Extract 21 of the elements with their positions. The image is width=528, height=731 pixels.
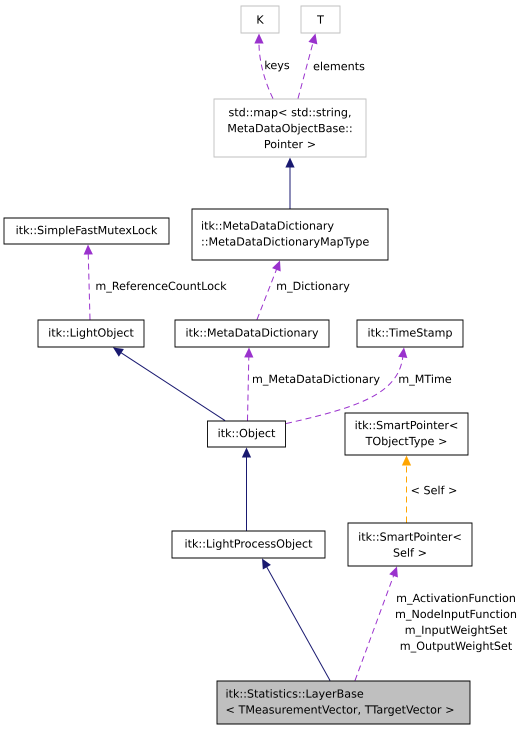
class-box: itk::LightProcessObject <box>172 530 326 558</box>
class-box: itk::Object <box>207 420 286 448</box>
class-box: itk::LightObject <box>38 320 144 348</box>
edge-label: keys <box>265 60 290 72</box>
class-box: itk::TimeStamp <box>356 320 464 348</box>
edge-label: m_Dictionary <box>277 281 350 293</box>
edge-label: m_ReferenceCountLock <box>96 281 227 293</box>
edge-label: elements <box>314 62 364 70</box>
class-box: std::map< std::string, MetaDataObjectBase:: Pointer > <box>214 98 366 158</box>
class-box: itk::MetaDataDictionary <box>174 320 330 348</box>
class-box: itk::SmartPointer< TObjectType > <box>344 412 468 456</box>
edge-label: m_ActivationFunction m_NodeInputFunction m_InputWeightSet m_OutputWeightSet <box>396 594 516 652</box>
class-box: itk::SmartPointer< Self > <box>348 522 472 566</box>
edge-label: m_MTime <box>399 374 452 386</box>
class-box: itk::Statistics::LayerBase < TMeasurementVector, TTargetVector > <box>216 680 470 724</box>
class-box: itk::MetaDataDictionary ::MetaDataDictionaryMapType <box>192 208 388 260</box>
edge-label: m_MetaDataDictionary <box>253 374 380 386</box>
class-box: T <box>300 6 340 34</box>
edge-label: < Self > <box>412 486 456 494</box>
class-box: K <box>240 6 280 34</box>
class-box: itk::SimpleFastMutexLock <box>4 218 170 244</box>
